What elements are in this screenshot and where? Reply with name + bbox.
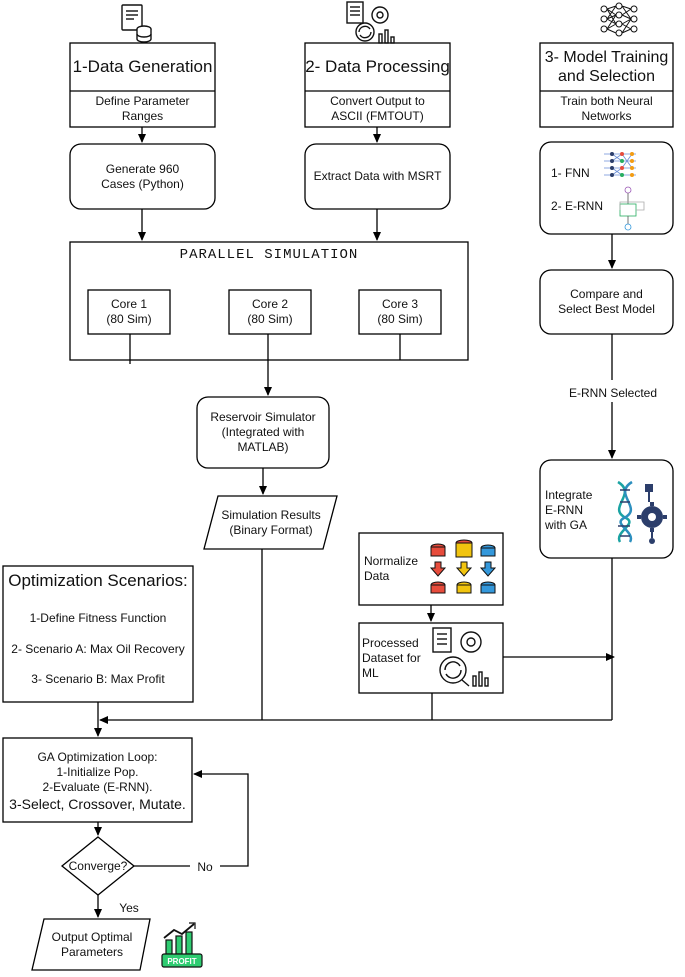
parallel-simulation-title: PARALLEL SIMULATION [179, 246, 359, 263]
core-1-sims: (80 Sim) [106, 312, 152, 326]
parallel-simulation-box [69, 241, 469, 361]
ga-line-3: 2-Evaluate (E-RNN). [42, 779, 153, 794]
converge-label: Converge? [68, 858, 128, 873]
train-networks-label: Train both Neural Networks [560, 94, 653, 123]
compare-select-box [539, 269, 674, 335]
data-processing-title: 2- Data Processing [305, 57, 450, 76]
core-2-label: Core 2 (80 Sim) [229, 290, 311, 334]
scenario-b-label: 3- Scenario B: Max Profit [31, 671, 165, 686]
fnn-label: 1- FNN [551, 165, 590, 180]
database-document-icon [121, 4, 152, 43]
core-1-label: Core 1 (80 Sim) [88, 290, 170, 334]
optimization-title: Optimization Scenarios: [8, 571, 188, 590]
models-box [539, 141, 674, 235]
processed-box [358, 622, 504, 694]
core-3-label: Core 3 (80 Sim) [359, 290, 441, 334]
yes-label: Yes [119, 900, 139, 915]
core-2-name: Core 2 [251, 297, 289, 311]
data-transform-icon [429, 539, 497, 594]
dna-gear-icon [617, 480, 667, 544]
data-processing-gear-icon [346, 1, 395, 44]
rnn-diagram-icon [619, 186, 645, 231]
core-1-name: Core 1 [110, 297, 148, 311]
core-1-box [87, 289, 171, 335]
fitness-function-label: 1-Define Fitness Function [29, 610, 167, 625]
core-2-box [228, 289, 312, 335]
core-2-sims: (80 Sim) [247, 312, 293, 326]
ga-line-1: GA Optimization Loop: [37, 749, 158, 764]
neural-network-icon [600, 2, 638, 37]
analytics-gear-icon [432, 627, 489, 687]
fnn-diagram-icon [604, 152, 636, 177]
no-label: No [190, 858, 220, 876]
ernn-label: 2- E-RNN [551, 198, 604, 213]
profit-badge-text: PROFIT [167, 957, 196, 966]
core-3-name: Core 3 [381, 297, 419, 311]
integrate-box [539, 459, 674, 559]
convert-output-label: Convert Output to ASCII (FMTOUT) [330, 94, 425, 123]
extract-data-label: Extract Data with MSRT [313, 169, 442, 183]
processed-label: Processed Dataset for ML [362, 635, 421, 680]
normalize-label: Normalize Data [364, 554, 419, 583]
output-box [31, 918, 151, 971]
model-training-box [539, 42, 674, 128]
ernn-selected-label: E-RNN Selected [566, 384, 660, 402]
scenario-a-label: 2- Scenario A: Max Oil Recovery [11, 641, 185, 656]
generate-cases-label: Generate 960 Cases (Python) [101, 161, 184, 191]
simulation-results-box [203, 495, 338, 550]
profit-chart-icon: PROFIT [161, 922, 203, 968]
define-ranges-label: Define Parameter Ranges [95, 94, 190, 123]
data-generation-title: 1-Data Generation [72, 57, 213, 76]
compare-select-label: Compare and Select Best Model [558, 287, 655, 316]
output-label: Output Optimal Parameters [51, 929, 133, 959]
simulation-results-label: Simulation Results (Binary Format) [221, 507, 321, 537]
ga-line-4: 3-Select, Crossover, Mutate. [9, 795, 186, 812]
ga-loop-label: GA Optimization Loop: 1-Initialize Pop. … [3, 742, 192, 820]
ga-line-2: 1-Initialize Pop. [56, 764, 139, 779]
model-training-title: 3- Model Training and Selection [544, 49, 669, 85]
core-3-sims: (80 Sim) [377, 312, 423, 326]
reservoir-simulator-label: Reservoir Simulator (Integrated with MAT… [210, 410, 316, 454]
integrate-label: Integrate E-RNN with GA [545, 487, 593, 532]
